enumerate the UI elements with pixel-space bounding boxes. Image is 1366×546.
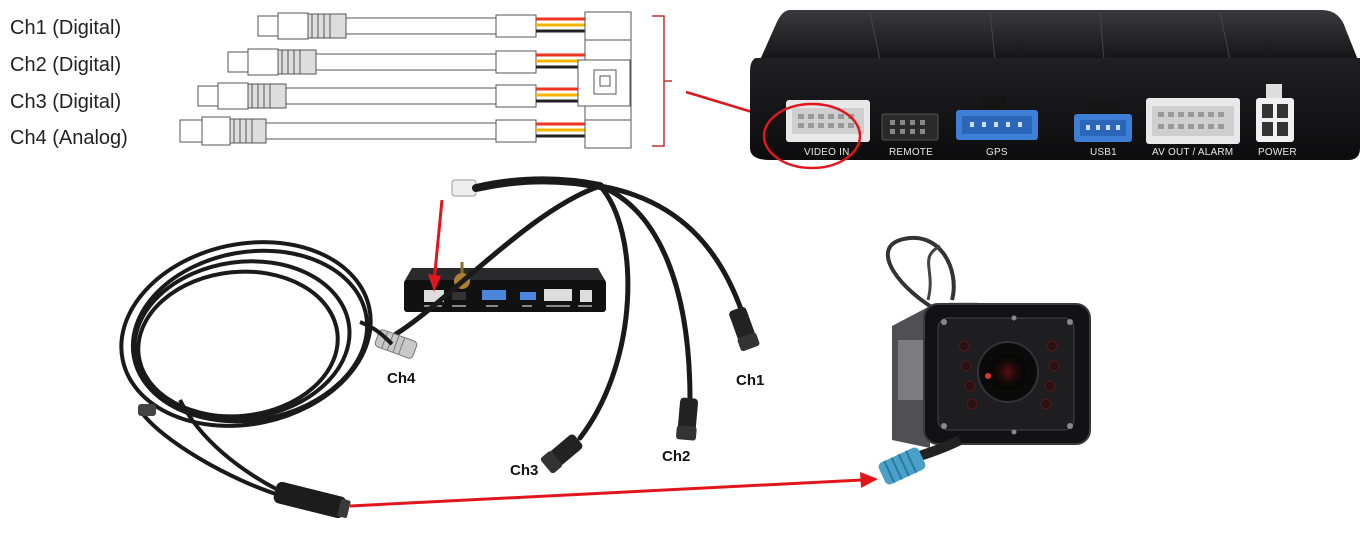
harness-row-ch3 <box>197 82 585 110</box>
dvr-unit-large <box>750 10 1360 160</box>
channel-label-ch1: Ch1 (Digital) <box>10 17 122 39</box>
camera-cable-coil <box>119 240 394 519</box>
port-label-usb1: USB1 <box>1090 147 1117 158</box>
channel-label-ch4: Ch4 (Analog) <box>10 127 128 149</box>
video-in-highlight <box>762 102 862 170</box>
cable-label-ch1: Ch1 <box>736 372 765 389</box>
power-port <box>1256 98 1294 142</box>
cable-label-ch3: Ch3 <box>510 462 539 479</box>
harness-bracket <box>652 15 672 147</box>
arrow-to-camera <box>349 478 863 508</box>
port-label-gps: GPS <box>986 147 1008 158</box>
port-label-power: POWER <box>1258 147 1297 158</box>
cable-label-ch4: Ch4 <box>387 370 416 387</box>
port-label-remote: REMOTE <box>889 147 933 158</box>
harness-row-ch1 <box>257 12 585 40</box>
channel-label-ch3: Ch3 (Digital) <box>10 91 122 113</box>
port-label-av-out-alarm: AV OUT / ALARM <box>1152 147 1234 158</box>
channel-label-ch2: Ch2 (Digital) <box>10 54 122 76</box>
port-label-video-in: VIDEO IN <box>804 147 850 158</box>
cable-label-ch2: Ch2 <box>662 448 691 465</box>
harness-row-ch2 <box>227 48 585 76</box>
harness-drawing <box>179 11 632 149</box>
arrow-down-to-dvr <box>432 199 444 283</box>
splitter-cable <box>393 176 745 441</box>
harness-row-ch4 <box>179 116 585 146</box>
camera-device <box>878 236 1091 485</box>
remote-port <box>881 113 939 141</box>
harness-connector-block <box>577 11 632 149</box>
splitter-connectors <box>374 307 760 474</box>
